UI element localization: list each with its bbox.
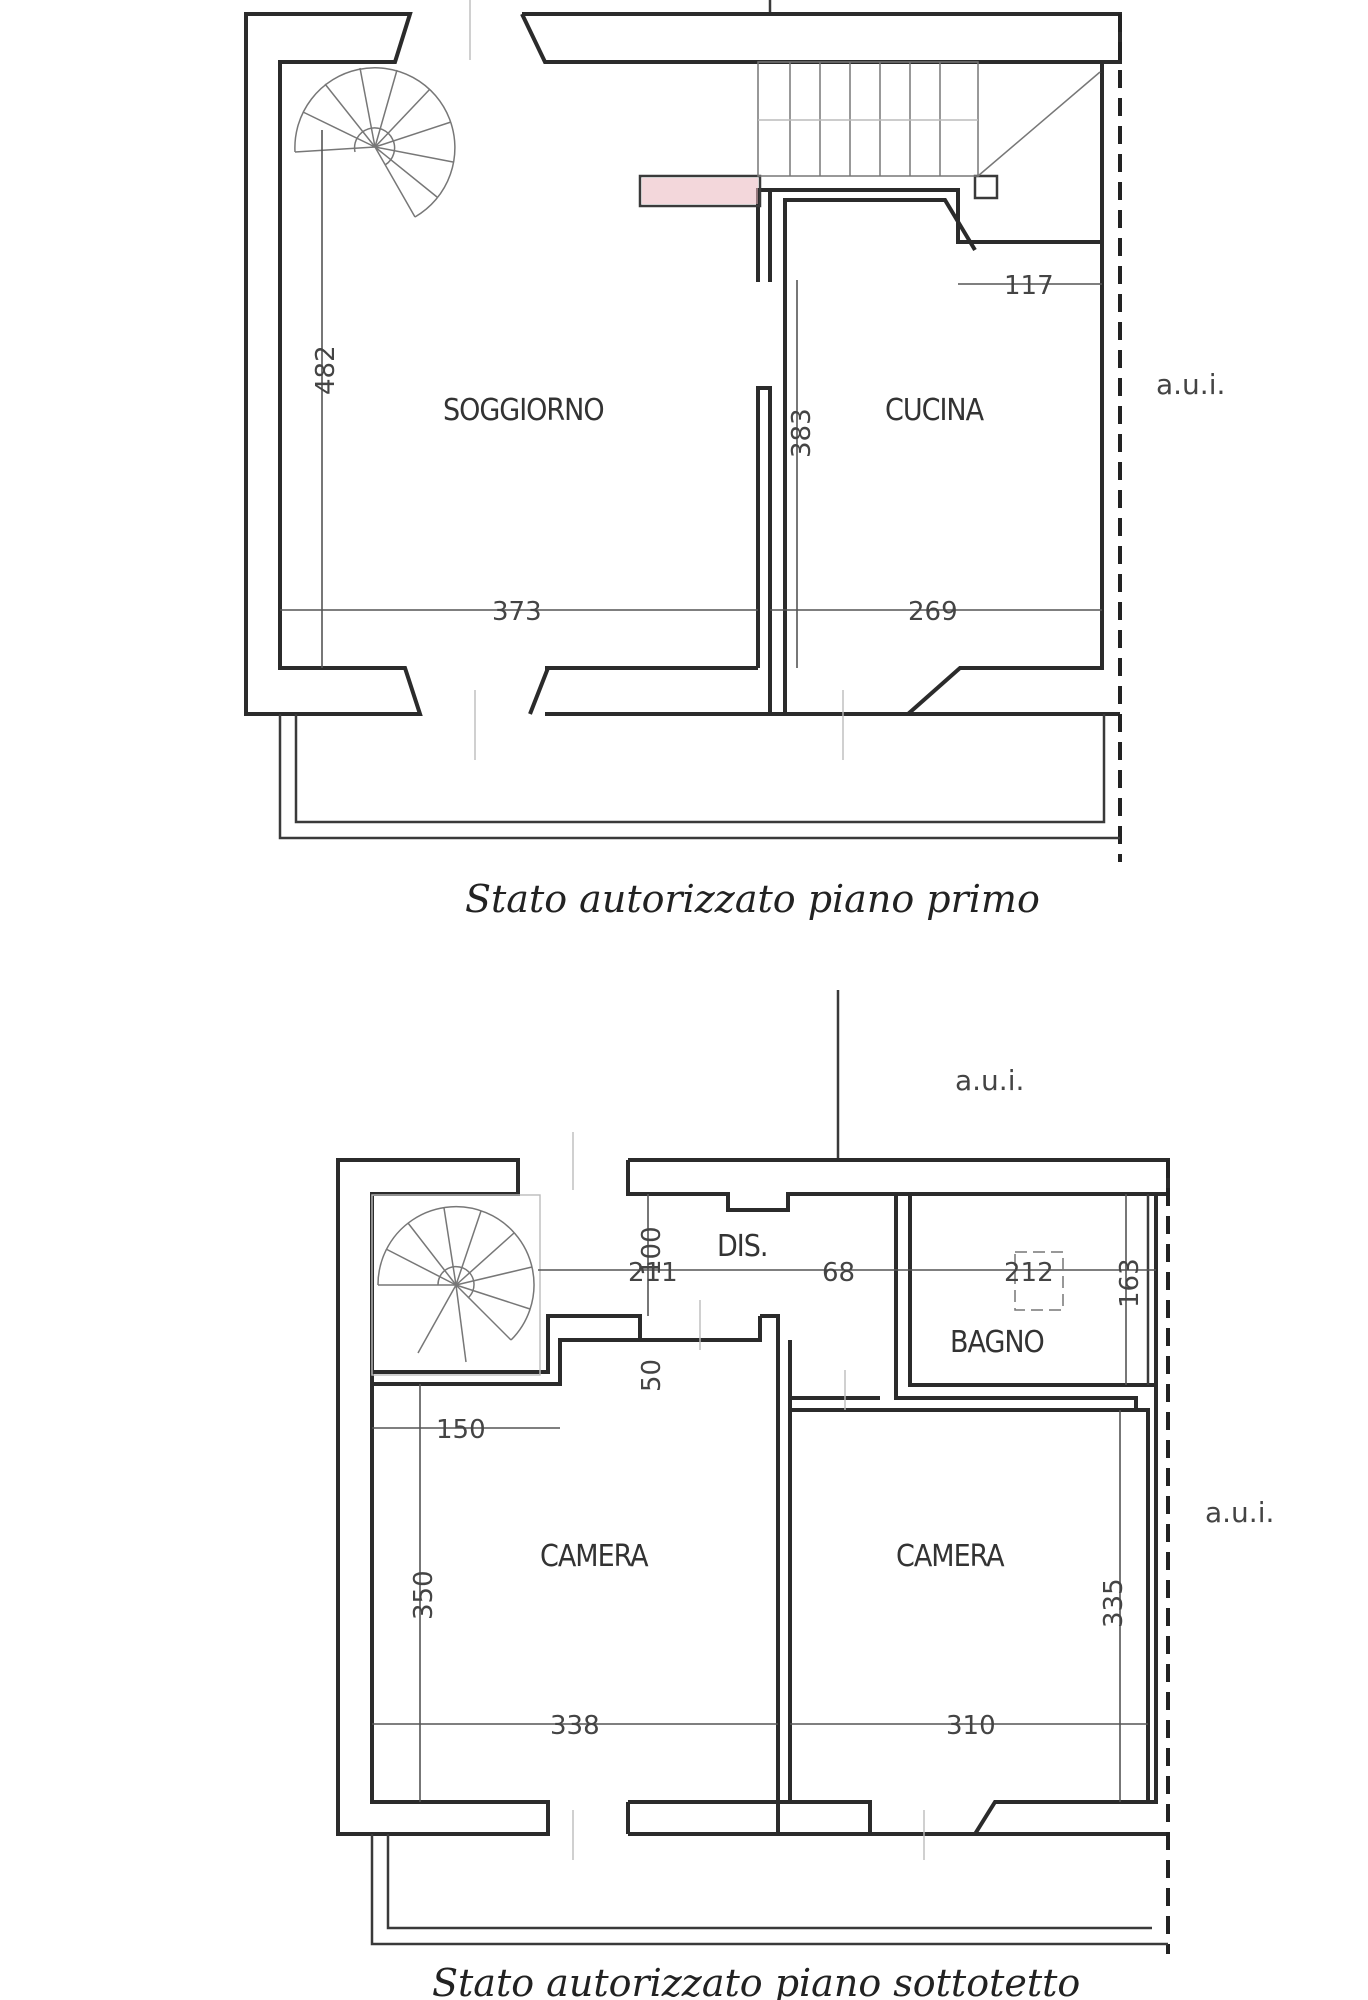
balcony-sottotetto xyxy=(370,1834,1168,1946)
dim-label-bagno-w: 212 xyxy=(1004,1258,1054,1288)
outer-wall-primo-bottom xyxy=(528,62,1120,716)
bagno-walls xyxy=(894,1192,1158,1410)
room-label-camera-1: CAMERA xyxy=(540,1539,649,1574)
outer-wall-primo-top xyxy=(520,12,1122,64)
outer-wall-sottotetto xyxy=(336,1158,550,1836)
column-small xyxy=(973,174,999,200)
balcony-primo xyxy=(278,714,1120,840)
room-label-camera-2: CAMERA xyxy=(896,1539,1005,1574)
partition-wall-inner xyxy=(768,190,977,668)
outer-wall-primo xyxy=(244,12,423,716)
caption-primo: Stato autorizzato piano primo xyxy=(465,877,1040,921)
partition-wall xyxy=(756,188,1102,714)
stair-landing-walls xyxy=(372,1314,642,1386)
dim-label-cucina-h: 383 xyxy=(787,408,817,458)
beam xyxy=(638,174,762,208)
dim-label-bagno-h: 163 xyxy=(1115,1258,1145,1308)
neighbor-label-sottotetto-right: a.u.i. xyxy=(1205,1496,1274,1529)
dim-label-cucina-top: 117 xyxy=(1004,271,1054,301)
stair-straight xyxy=(757,61,1101,177)
room-label-bagno: BAGNO xyxy=(950,1325,1044,1360)
stair-spiral-primo xyxy=(294,67,456,218)
dim-label-camera2-w: 310 xyxy=(946,1711,996,1741)
dim-label-camera2-h: 335 xyxy=(1099,1578,1129,1628)
room-label-soggiorno: SOGGIORNO xyxy=(443,393,604,428)
dim-label-soggiorno-h: 482 xyxy=(311,345,341,395)
room-label-cucina: CUCINA xyxy=(885,393,985,428)
dim-label-dis-right: 68 xyxy=(822,1258,855,1288)
plan-piano-sottotetto: DIS. BAGNO CAMERA CAMERA 100 211 68 212 … xyxy=(336,990,1274,2000)
bagno-fixture xyxy=(1014,1251,1064,1311)
dim-label-camera1-w: 338 xyxy=(550,1711,600,1741)
camera2-top-wall xyxy=(790,1396,1150,1802)
beam-pink xyxy=(642,178,758,204)
dim-label-stair-gap: 50 xyxy=(637,1359,667,1392)
camera-partition xyxy=(640,1314,792,1802)
plan-piano-primo: SOGGIORNO CUCINA 482 373 383 269 117 a.u… xyxy=(244,0,1225,921)
neighbor-label-primo: a.u.i. xyxy=(1156,368,1225,401)
neighbor-label-sottotetto-top: a.u.i. xyxy=(955,1064,1024,1097)
dim-label-camera1-h: 350 xyxy=(409,1570,439,1620)
room-label-dis: DIS. xyxy=(717,1229,767,1264)
dim-label-cucina-w: 269 xyxy=(908,597,958,627)
stair-spiral-sottotetto xyxy=(371,1194,541,1376)
dim-label-soggiorno-w: 373 xyxy=(492,597,542,627)
dim-label-dis-left: 211 xyxy=(628,1258,678,1288)
dim-label-camera1-top: 150 xyxy=(436,1415,486,1445)
caption-sottotetto: Stato autorizzato piano sottotetto xyxy=(432,1961,1080,2000)
dim-label-dis-h: 100 xyxy=(637,1226,667,1276)
